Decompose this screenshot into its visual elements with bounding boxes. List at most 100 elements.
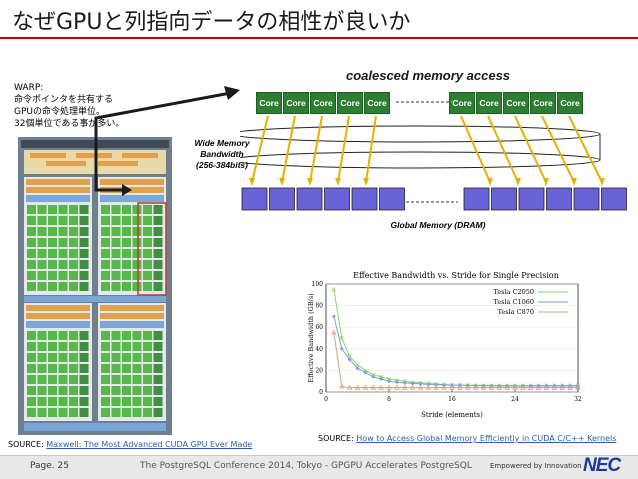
sm-cuda-core	[153, 282, 163, 291]
bus-ellipse-bottom	[240, 151, 601, 169]
sm-cuda-core	[132, 331, 142, 340]
core-unit: Core	[364, 92, 390, 114]
coalesce-arrowhead	[249, 178, 255, 186]
sm-cuda-core	[27, 331, 36, 340]
sm-cuda-core	[122, 331, 131, 340]
chart-y-tick: 100	[312, 281, 324, 288]
warp-pointer-arrow	[94, 90, 237, 136]
chart-x-tick: 0	[324, 396, 328, 403]
core-unit: Core	[476, 92, 502, 114]
sm-cuda-core	[79, 205, 89, 214]
sm-cuda-core	[122, 205, 131, 214]
chart-point	[402, 384, 408, 390]
sm-cuda-core	[153, 331, 163, 340]
sm-cuda-core	[101, 260, 110, 269]
coalesce-diagram	[240, 101, 627, 211]
chart-series-line	[333, 332, 578, 389]
sm-cuda-core	[58, 271, 68, 280]
sm-cuda-core	[58, 331, 68, 340]
chart-point	[425, 384, 432, 390]
slide-title: なぜGPUと列指向データの相性が良いか	[12, 10, 411, 35]
sm-cuda-core	[48, 342, 57, 351]
sm-cuda-core	[143, 282, 152, 291]
sm-cuda-core	[101, 408, 110, 417]
sm-cuda-core	[27, 386, 36, 395]
sm-cuda-core	[101, 216, 110, 225]
core-unit: Core	[530, 92, 556, 114]
sm-cuda-core	[122, 227, 131, 236]
sm-cuda-core	[143, 375, 152, 384]
memory-cell	[463, 187, 490, 211]
sm-cuda-core	[58, 227, 68, 236]
chart-x-tick: 8	[387, 396, 391, 403]
chart-point	[512, 384, 518, 390]
sm-cuda-core	[79, 386, 89, 395]
sm-cuda-core	[79, 331, 89, 340]
sm-cuda-core	[132, 249, 142, 258]
sm-cuda-core	[27, 216, 36, 225]
chart-point	[347, 357, 352, 362]
sm-cuda-core	[58, 282, 68, 291]
sm-cuda-core	[37, 342, 47, 351]
chart-point	[520, 384, 526, 390]
sm-cuda-core	[27, 227, 36, 236]
sm-cuda-core	[143, 249, 152, 258]
sm-cuda-core	[69, 227, 78, 236]
sm-cuda-core	[122, 216, 131, 225]
memory-cell	[241, 187, 268, 211]
memory-cell	[601, 187, 627, 211]
sm-cuda-core	[37, 249, 47, 258]
warp-note-line: WARP:	[14, 83, 44, 93]
core-unit: Core	[449, 92, 475, 114]
sm-cuda-core	[111, 282, 121, 291]
chart-point	[457, 384, 463, 390]
sm-cuda-core	[37, 408, 47, 417]
core-unit: Core	[310, 92, 336, 114]
chart-y-tick: 0	[319, 389, 323, 396]
core-unit: Core	[256, 92, 282, 114]
sm-cuda-core	[153, 227, 163, 236]
source-left: SOURCE: Maxwell: The Most Advanced CUDA …	[8, 440, 252, 449]
core-unit: Core	[337, 92, 363, 114]
sm-cuda-core	[58, 249, 68, 258]
chart-point	[418, 381, 423, 386]
sm-cuda-core	[37, 216, 47, 225]
bandwidth-label-line: Wide Memory	[194, 138, 250, 148]
chart-y-tick: 20	[315, 367, 323, 374]
coalesce-arrow	[568, 115, 603, 183]
bandwidth-label-line: (256-384bits)	[196, 160, 248, 170]
memory-cell	[546, 187, 572, 211]
chart-point	[394, 380, 399, 385]
source-link-global-memory[interactable]: How to Access Global Memory Efficiently …	[356, 434, 617, 443]
sm-cuda-core	[58, 375, 68, 384]
chart-point	[496, 384, 502, 390]
sm-cuda-core	[58, 342, 68, 351]
sm-cuda-core	[37, 227, 47, 236]
chart-series-line	[333, 289, 578, 387]
coalesce-arrow	[309, 115, 323, 183]
sm-cuda-core	[153, 375, 163, 384]
sm-cuda-core	[69, 375, 78, 384]
coalesce-arrow	[460, 115, 491, 183]
sm-cuda-core	[48, 397, 57, 406]
sm-cuda-core	[122, 386, 131, 395]
sm-cuda-core	[69, 386, 78, 395]
sm-cuda-core	[27, 238, 36, 247]
coalesce-arrowhead	[307, 178, 313, 186]
sm-cuda-core	[69, 260, 78, 269]
memory-cell	[518, 187, 545, 211]
sm-cuda-core	[101, 342, 110, 351]
sm-cuda-core	[27, 205, 36, 214]
sm-cuda-core	[122, 271, 131, 280]
sm-cuda-core	[58, 397, 68, 406]
chart-point	[370, 384, 376, 390]
sm-cuda-core	[27, 271, 36, 280]
sm-cuda-core	[153, 342, 163, 351]
source-link-maxwell[interactable]: Maxwell: The Most Advanced CUDA GPU Ever…	[46, 440, 253, 449]
sm-cuda-core	[79, 408, 89, 417]
coalesce-arrowhead	[515, 178, 521, 186]
sm-cuda-core	[111, 408, 121, 417]
warp-highlight-box	[137, 202, 167, 296]
sm-cuda-core	[37, 353, 47, 362]
sm-cuda-core	[111, 331, 121, 340]
